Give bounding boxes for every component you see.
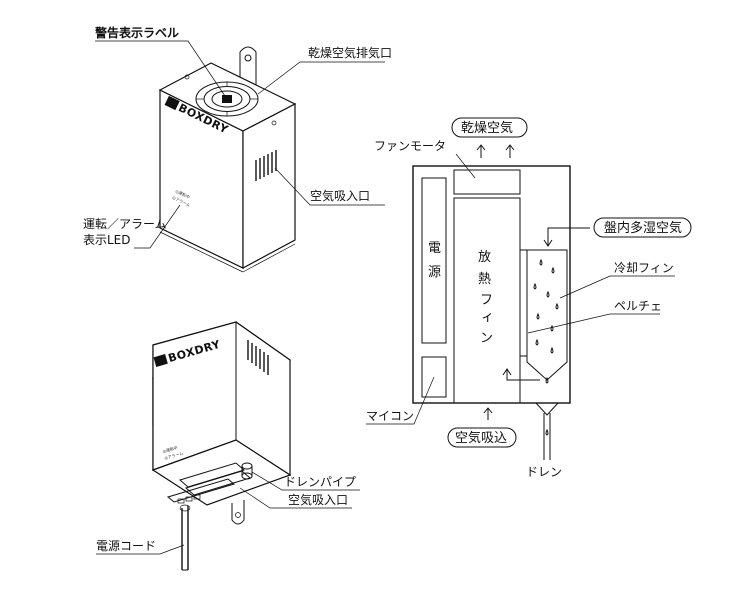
bottom-air-intake-label: 空気吸入口 — [288, 492, 348, 507]
bottom-unit-bottom-slots — [166, 462, 252, 504]
top-unit-bracket — [239, 46, 257, 85]
power-cord-label: 電源コード — [96, 539, 156, 553]
bottom-unit-bracket — [231, 500, 245, 525]
svg-text:◎運転中: ◎運転中 — [162, 444, 179, 454]
led-label-line1: 運転／アラーム — [83, 217, 167, 231]
top-unit-side-face — [242, 103, 296, 270]
top-air-intake-label: 空気吸入口 — [310, 188, 370, 203]
power-supply-box — [421, 177, 447, 344]
dry-air-label: 乾燥空気 — [461, 120, 513, 136]
heat-fin-label-1: 放 — [478, 250, 491, 265]
exhaust-arrows-icon — [476, 144, 515, 158]
air-intake-badge: 空気吸込 — [447, 427, 517, 448]
bottom-unit-drawing: BOXDRY ◎運転中 ◎アラーム — [151, 321, 292, 571]
schematic-diagram: 電 源 放 熱 フ ィ ン — [412, 144, 590, 460]
drain-pipe-label: ドレンパイプ — [284, 475, 356, 489]
power-supply-label-1: 電 — [428, 241, 441, 256]
heat-fin-label-2: 熱 — [478, 272, 491, 287]
top-unit-intake-slots — [255, 150, 277, 181]
heat-fin-label-4: ィ — [481, 310, 494, 325]
schematic-air-intake-label: 空気吸込 — [455, 430, 507, 446]
microcomputer-box — [421, 356, 447, 398]
heat-fin-label-3: フ — [480, 293, 493, 308]
cabinet-air-label: 盤内多湿空気 — [604, 220, 682, 236]
bottom-unit-side-slots — [247, 340, 269, 375]
condensation-droplets — [533, 258, 559, 384]
bracket-hole-icon — [244, 54, 252, 62]
led-label-line2: 表示LED — [83, 233, 131, 247]
peltier-element — [519, 249, 528, 357]
cooling-fin-funnel — [526, 249, 568, 381]
peltier-label: ペルチェ — [614, 299, 662, 313]
microcomputer-label: マイコン — [366, 409, 414, 423]
heat-fin-label-5: ン — [480, 331, 493, 346]
warning-label-text: 警告表示ラベル — [94, 25, 179, 40]
humid-air-arrow-icon — [543, 227, 590, 247]
fan-motor-label: ファンモータ — [374, 139, 446, 153]
power-supply-label-2: 源 — [428, 265, 441, 280]
internal-flow-arrow-icon — [502, 368, 540, 381]
warning-label-icon — [222, 95, 232, 103]
cooling-fin-label: 冷却フィン — [614, 261, 674, 275]
fan-motor-box — [453, 169, 521, 195]
dry-air-exhaust-label: 乾燥空気排気口 — [308, 45, 392, 60]
dry-air-badge: 乾燥空気 — [451, 117, 528, 138]
cabinet-air-badge: 盤内多湿空気 — [593, 217, 692, 238]
drain-label: ドレン — [526, 465, 562, 479]
intake-arrow-icon — [483, 407, 493, 420]
top-unit-drawing: BOXDRY ◎運転中 ◎アラーム — [158, 46, 297, 273]
drain-funnel — [535, 402, 559, 416]
schematic-cabinet — [412, 165, 571, 404]
svg-text:◎アラーム: ◎アラーム — [164, 450, 184, 461]
